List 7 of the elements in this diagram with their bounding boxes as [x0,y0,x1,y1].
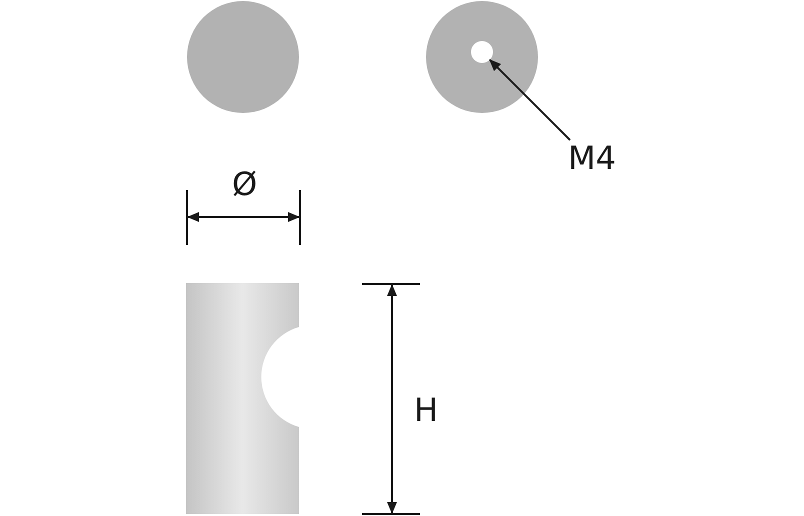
callout-label: M4 [568,142,616,174]
diameter-label: Ø [232,168,258,200]
leader-line [489,59,571,141]
disc [187,1,299,113]
threaded-hole [471,41,493,63]
height-label: H [414,394,438,426]
disc [426,1,538,113]
